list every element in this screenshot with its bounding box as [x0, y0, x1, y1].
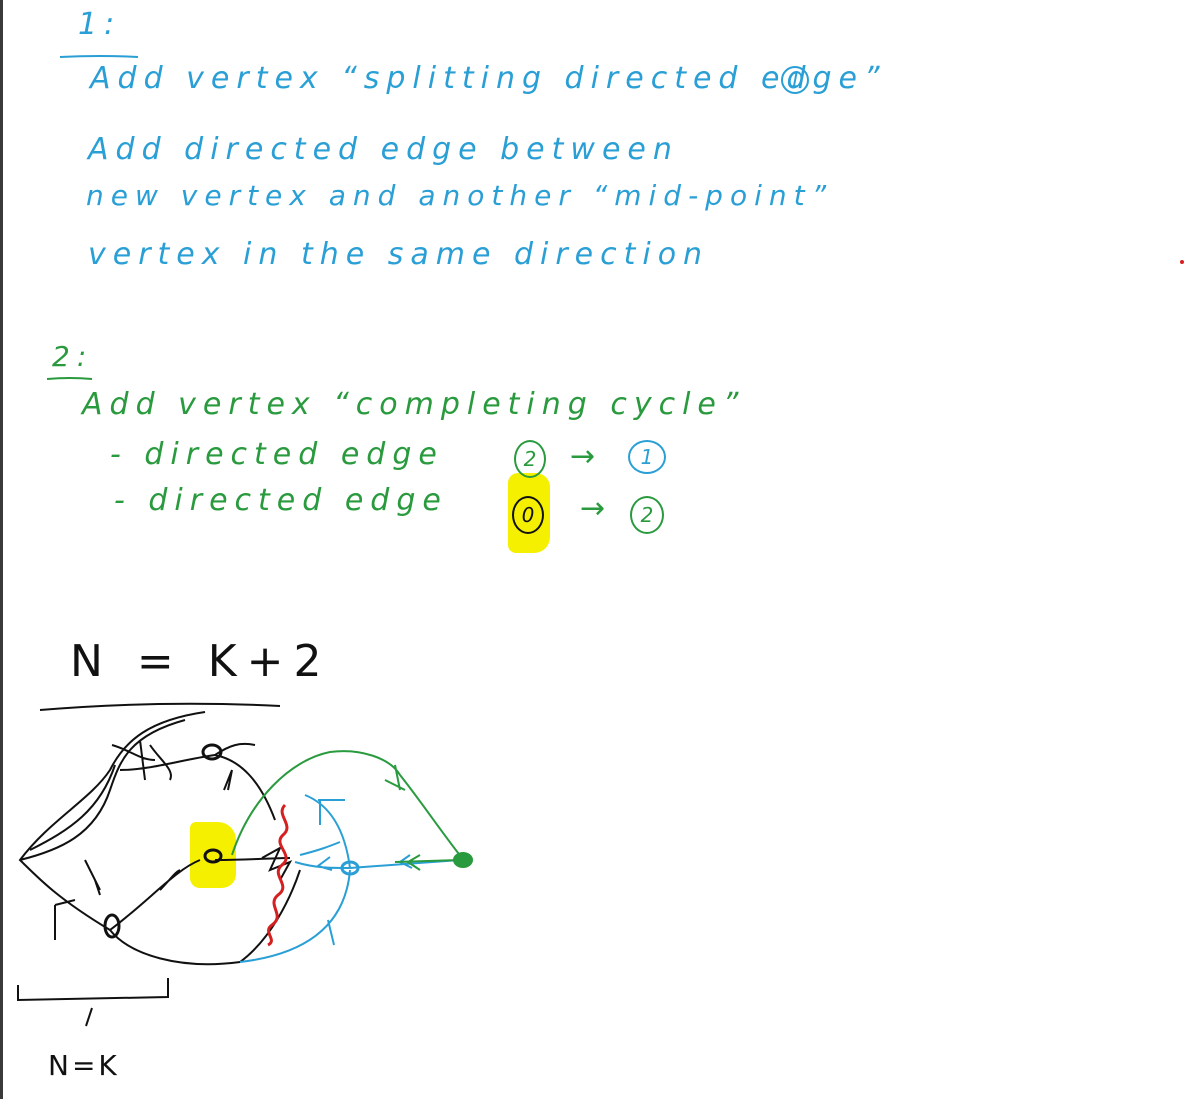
sketch-arrow-scribble: [261, 845, 293, 881]
stray-red-dot: [1180, 260, 1184, 264]
step1-line3: new vertex and another “mid-point”: [86, 179, 834, 212]
sketch-vertex-left: [103, 913, 121, 939]
sketch-vertex-green: [453, 852, 473, 868]
sketch-vertex-blue: [340, 860, 360, 876]
highlight-vertex-zero-sketch: [190, 822, 236, 888]
step2-line2-arrow: →: [570, 439, 596, 474]
step2-line2-vertex-2: 2: [514, 440, 546, 478]
step2-line3-vertex-0: 0: [512, 496, 544, 534]
sketch-blue-edges: [239, 794, 461, 963]
step2-line1: Add vertex “completing cycle”: [82, 387, 746, 422]
sketch-vertex-top: [201, 743, 223, 761]
step2-line3: - directed edge: [114, 483, 448, 518]
sketch-vertex-zero: [203, 848, 223, 864]
sketch-bracket-tick: [85, 1007, 93, 1027]
step2-line3-vertex-2: 2: [630, 496, 664, 534]
formula-n-equals-k-plus-2: N = K+2: [70, 636, 332, 687]
sketch-red-split-edge: [267, 803, 289, 947]
step2-line2-vertex-1: 1: [628, 440, 666, 474]
step1-number: 1:: [78, 7, 122, 42]
step1-line1: Add vertex “splitting directed edge”: [90, 61, 887, 96]
canvas-left-border: [0, 0, 3, 1099]
step1-line4: vertex in the same direction: [88, 237, 710, 272]
step2-line3-arrow: →: [580, 491, 606, 526]
step2-number: 2:: [52, 340, 94, 373]
step1-marker-1: 1: [781, 66, 809, 94]
step1-line2: Add directed edge between: [88, 132, 679, 167]
sketch-bracket-n-equals-k: [17, 978, 169, 1002]
sketch-green-edges: [231, 750, 463, 871]
sketch-black-edges: [18, 711, 301, 966]
step2-line2: - directed edge: [110, 437, 444, 472]
formula-n-equals-k: N=K: [48, 1049, 120, 1082]
